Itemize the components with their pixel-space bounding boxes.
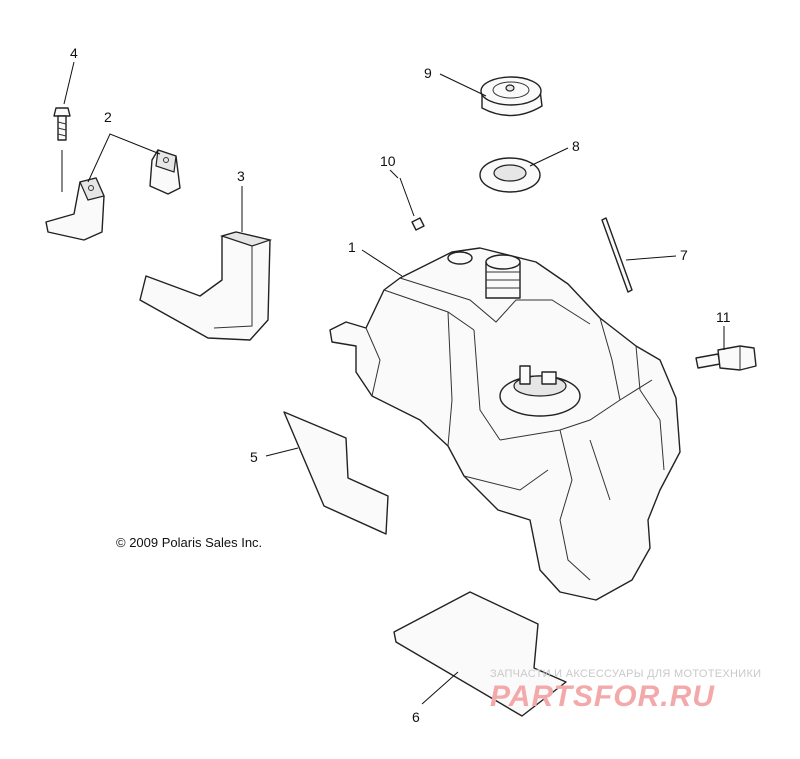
callout-labels: 1 2 3 4 5 6 7 8 9 10 11: [70, 45, 731, 725]
callout-1: 1: [348, 239, 356, 255]
part-pin: [411, 217, 425, 231]
part-mounting-brackets: [45, 149, 181, 241]
part-fuel-cap: [480, 76, 543, 117]
pin-alignment-line: [399, 177, 415, 217]
part-bolt: [53, 107, 71, 141]
callout-7: 7: [680, 247, 688, 263]
part-connector: [695, 345, 757, 371]
watermark-logo: PARTSFOR.RU: [490, 680, 715, 713]
callout-2: 2: [104, 109, 112, 125]
callout-leaders: [63, 61, 725, 705]
part-rod: [601, 217, 633, 293]
callout-4: 4: [70, 45, 78, 61]
part-pad-left: [283, 411, 389, 535]
callout-9: 9: [424, 65, 432, 81]
copyright-text: © 2009 Polaris Sales Inc.: [116, 535, 262, 550]
part-gasket-ring: [479, 157, 541, 193]
callout-10: 10: [380, 153, 396, 169]
callout-6: 6: [412, 709, 420, 725]
callout-11: 11: [716, 309, 731, 325]
part-pad-bottom: [393, 591, 567, 717]
callout-8: 8: [572, 138, 580, 154]
part-foam-pad: [139, 231, 273, 341]
callout-3: 3: [237, 168, 245, 184]
part-fuel-tank: [329, 247, 681, 601]
callout-5: 5: [250, 449, 258, 465]
watermark-subtitle: ЗАПЧАСТИ И АКСЕССУАРЫ ДЛЯ МОТОТЕХНИКИ: [490, 668, 761, 680]
watermark: ЗАПЧАСТИ И АКСЕССУАРЫ ДЛЯ МОТОТЕХНИКИ PA…: [490, 668, 761, 713]
